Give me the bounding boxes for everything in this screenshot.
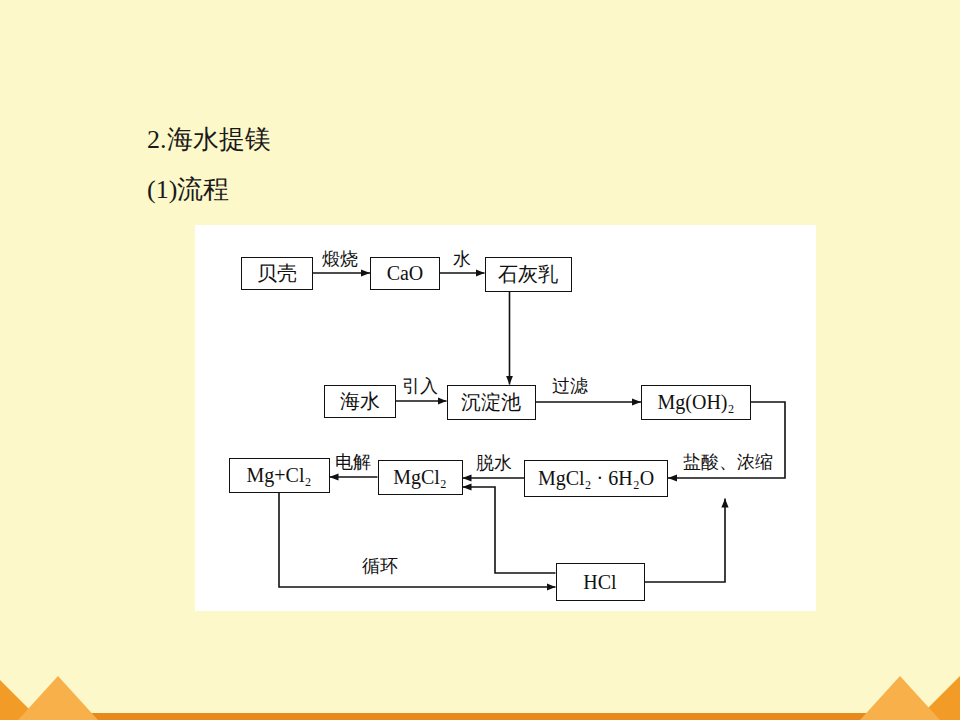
process-box: Mg+Cl₂ [229,458,330,493]
flow-arrow [313,272,370,274]
box-text: 石灰乳 [498,261,558,288]
box-text: MgCl₂ · 6H₂O [538,467,654,490]
box-text: Mg+Cl₂ [247,464,312,487]
flow-arrow [463,477,525,479]
arrow-label: 引入 [401,376,439,396]
flow-arrow [645,499,726,583]
box-text: 贝壳 [257,260,297,287]
process-box: 海水 [324,385,396,418]
sub-heading: (1)流程 [147,172,229,207]
box-text: Mg(OH)₂ [658,391,735,414]
arrow-label: 循环 [361,556,399,576]
box-text: MgCl₂ [393,466,447,489]
process-box: 沉淀池 [447,385,536,420]
flow-arrow [509,292,511,385]
box-text: HCl [583,571,616,594]
flow-arrow [463,487,556,573]
arrow-label: 脱水 [475,453,513,473]
flow-arrow [396,400,447,402]
arrow-label: 盐酸、浓缩 [682,452,774,472]
slide-heading: 2.海水提镁 [147,122,271,157]
process-box: Mg(OH)₂ [641,385,751,420]
process-box: MgCl₂ · 6H₂O [524,460,668,497]
flow-arrow [330,476,378,478]
flow-arrow [536,401,642,403]
arrow-label: 过滤 [551,376,589,396]
process-box: 石灰乳 [485,257,572,292]
arrow-label: 水 [452,249,472,269]
process-box: MgCl₂ [378,460,463,495]
corner-triangle [860,676,940,720]
process-box: HCl [556,563,645,601]
arrow-label: 电解 [334,452,372,472]
flow-arrow [440,272,485,274]
process-box: CaO [370,257,440,290]
corner-triangle [18,676,98,720]
bottom-bar [0,713,960,720]
box-text: 沉淀池 [461,389,521,416]
box-text: 海水 [340,388,380,415]
box-text: CaO [387,262,424,285]
arrow-label: 煅烧 [321,249,359,269]
diagram-panel [195,225,816,611]
process-box: 贝壳 [241,257,313,290]
